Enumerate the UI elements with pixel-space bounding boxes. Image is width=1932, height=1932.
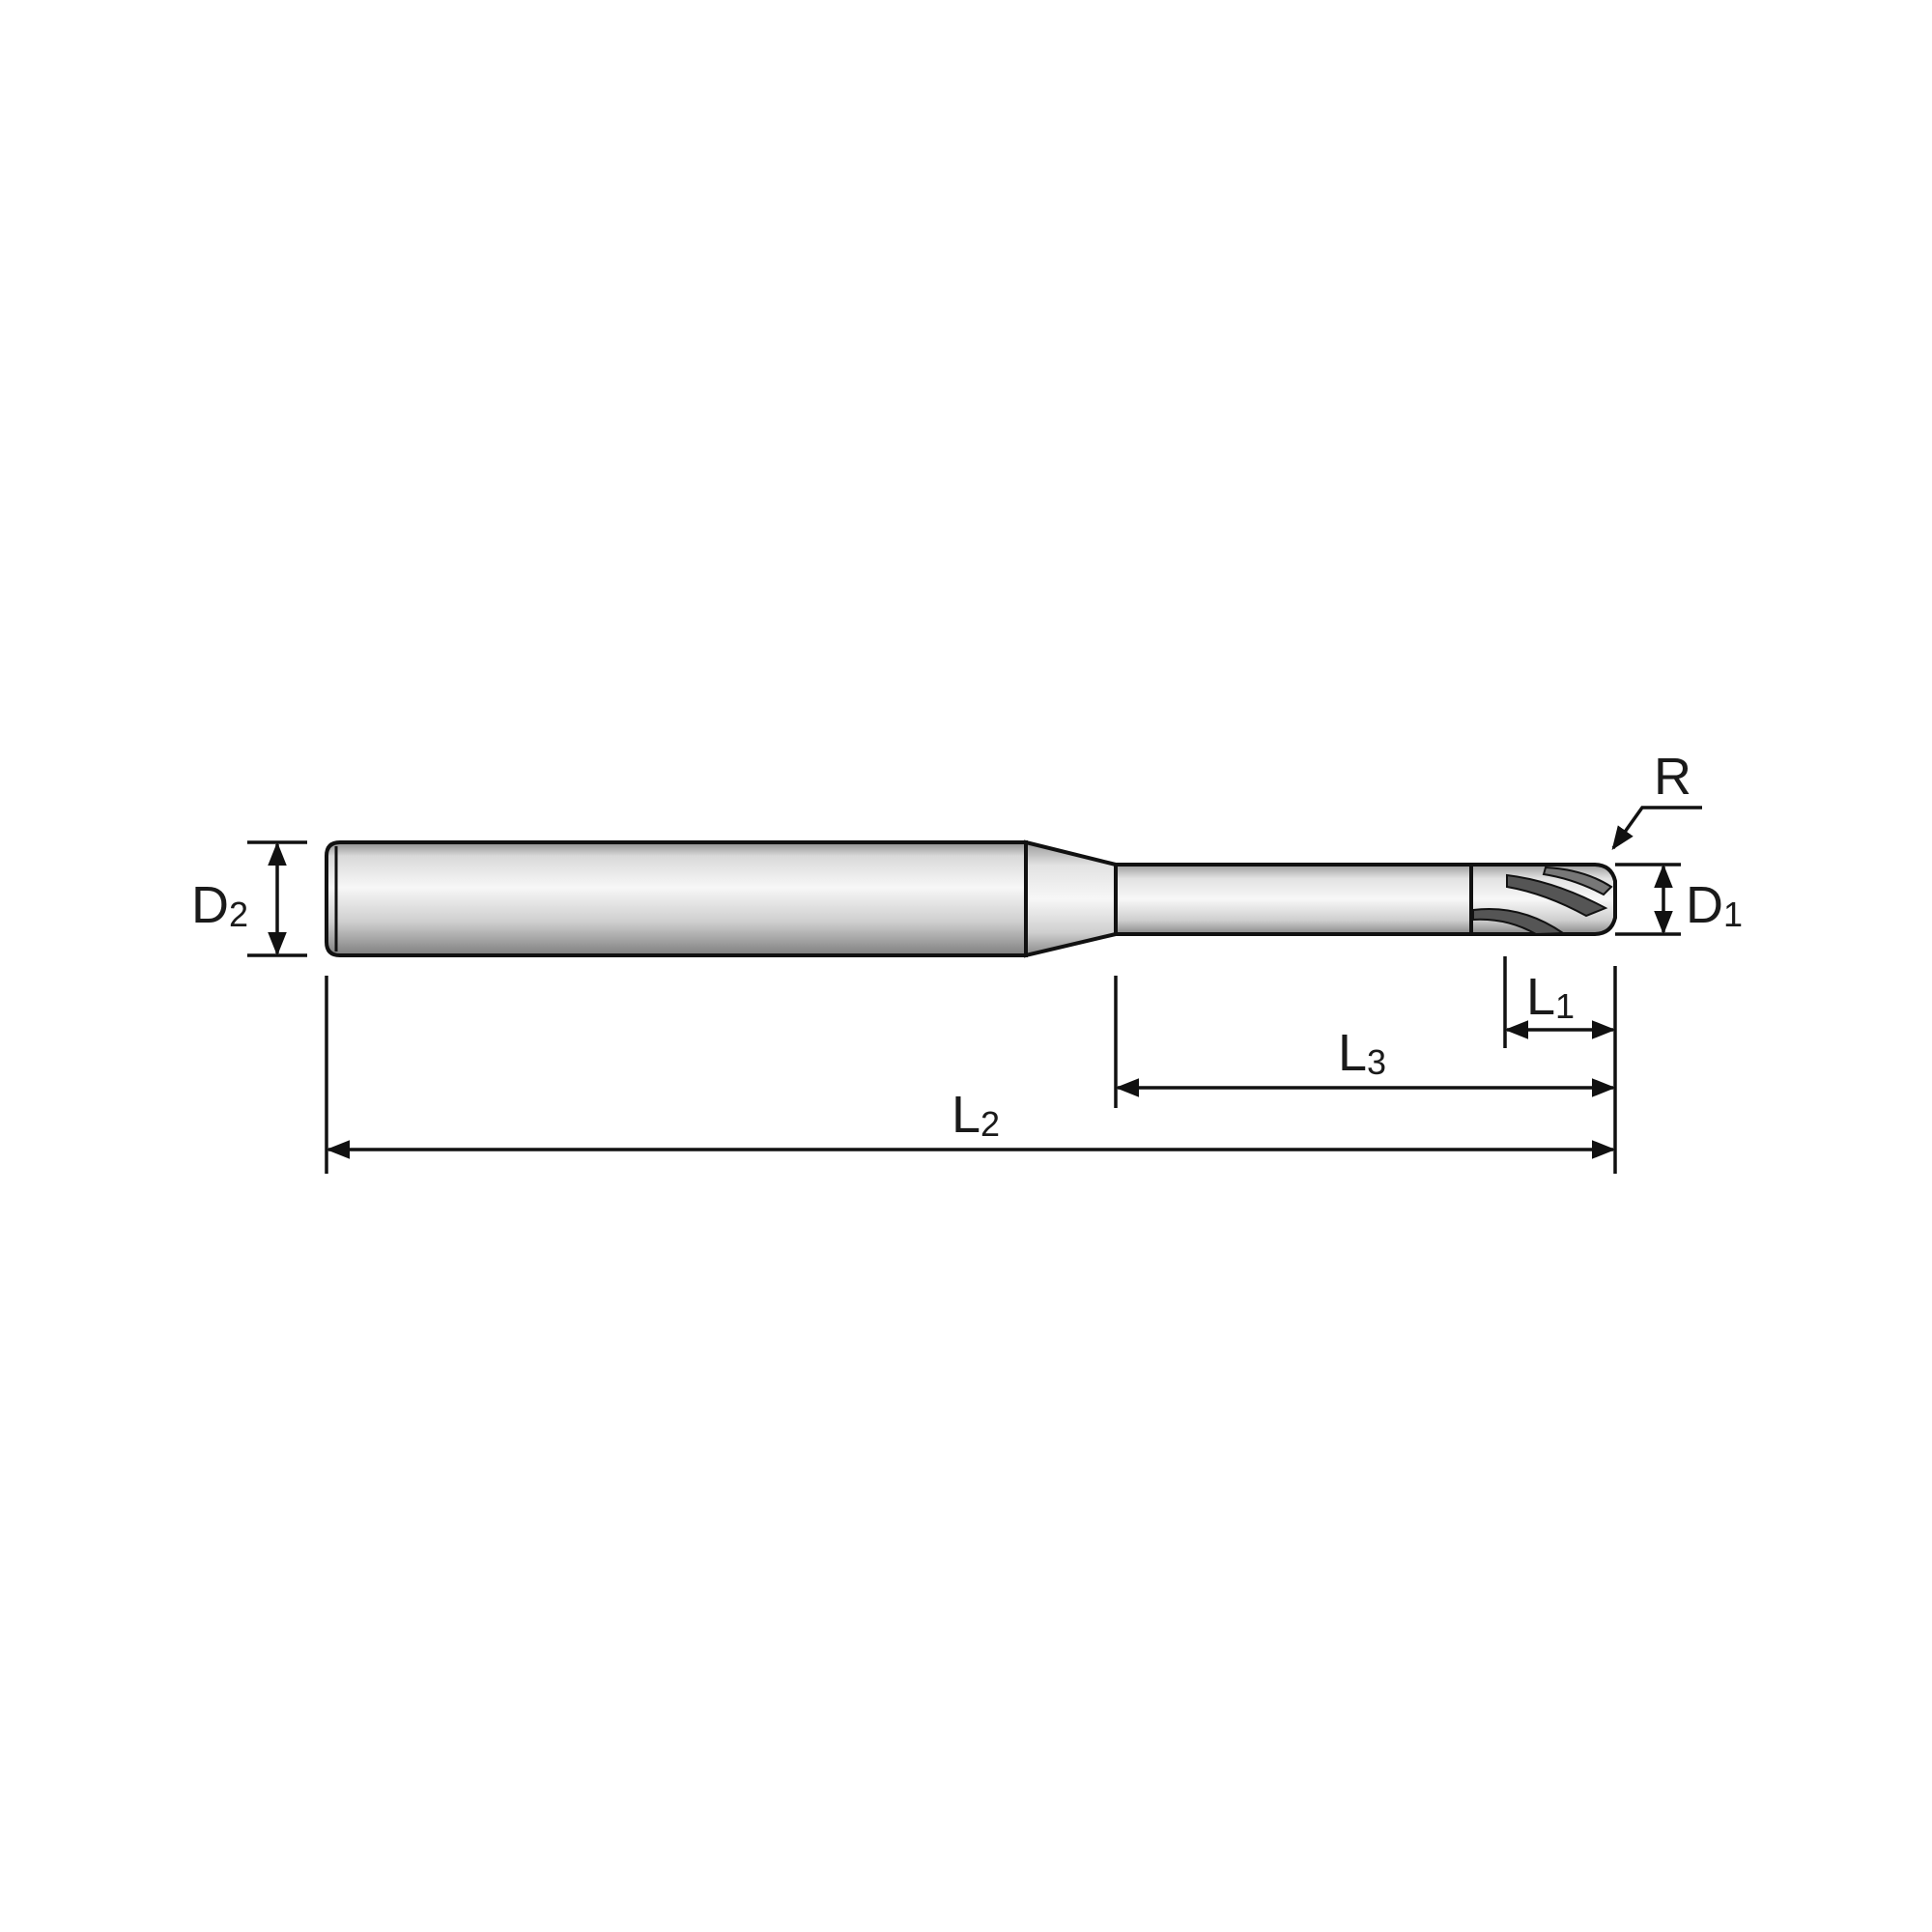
cutting-head [1469, 863, 1617, 936]
d1-label: D1 [1686, 876, 1743, 934]
l3-label: L3 [1338, 1024, 1386, 1082]
shank [325, 840, 1028, 957]
r-label: R [1654, 748, 1691, 806]
neck [1114, 863, 1473, 936]
flute-3 [1542, 866, 1613, 896]
r-leader: R [1611, 748, 1702, 850]
taper [1024, 839, 1118, 958]
l1-label: L1 [1526, 968, 1575, 1026]
d2-dimension: D2 [191, 840, 307, 957]
l2-dimension: L2 [326, 1086, 1616, 1159]
d1-dimension: D1 [1615, 863, 1743, 936]
d2-label: D2 [191, 876, 248, 934]
flute-2 [1472, 908, 1567, 936]
flute-1 [1506, 873, 1608, 918]
l2-label: L2 [952, 1086, 1000, 1144]
l3-dimension: L3 [1115, 1024, 1616, 1097]
l1-dimension: L1 [1504, 968, 1616, 1039]
